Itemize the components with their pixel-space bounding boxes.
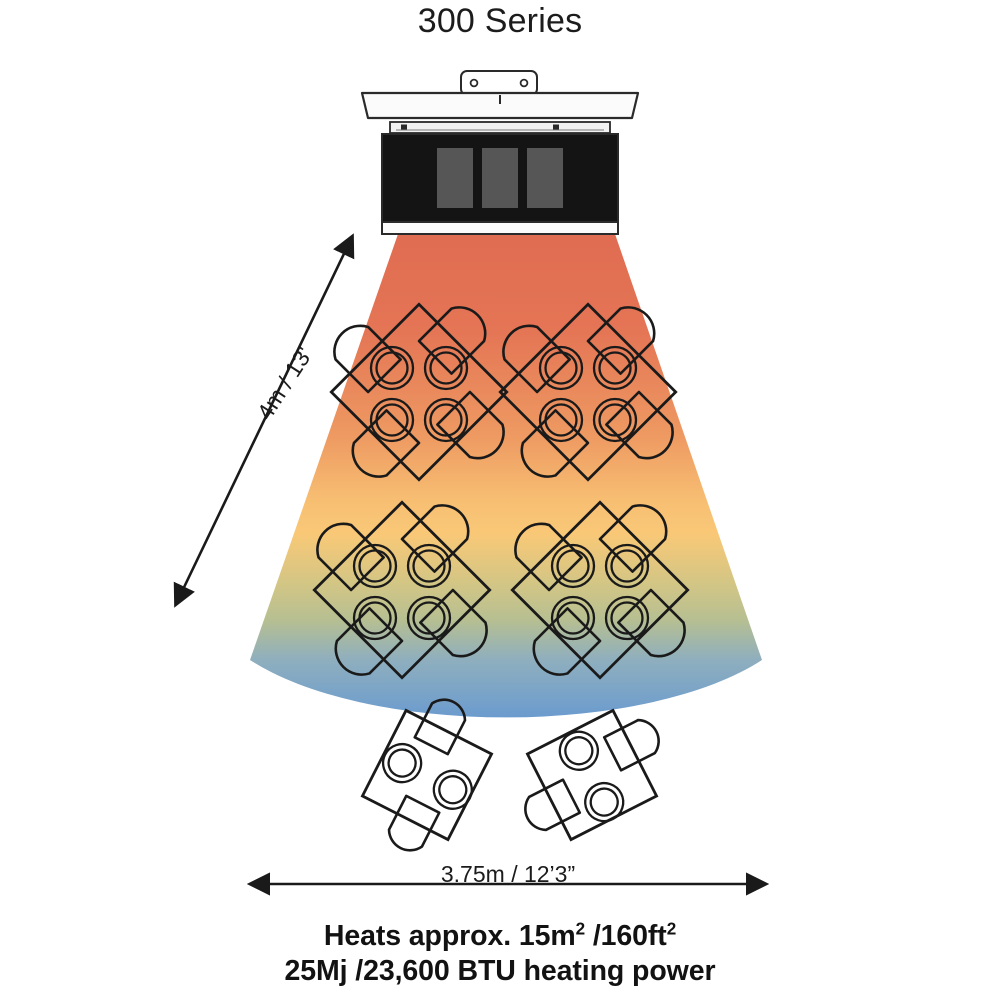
dimension-arrow-depth [173, 233, 355, 608]
coverage-area-imperial: /160ft [585, 920, 667, 952]
emitter-panels [437, 148, 563, 208]
heating-power-caption: 25Mj /23,600 BTU heating power [284, 955, 716, 987]
coverage-area-metric-exponent: 2 [575, 919, 586, 939]
reflector-shell [360, 91, 640, 120]
coverage-area-caption: Heats approx. 15m2 /160ft2 [0, 920, 1000, 953]
mounting-bracket-icon [460, 70, 538, 96]
width-dimension-label: 3.75m / 12’3” [440, 861, 576, 887]
coverage-area-metric: Heats approx. 15m [323, 920, 576, 952]
heater-lower-lip [381, 221, 619, 235]
vent-strip [389, 121, 611, 134]
coverage-area-imperial-exponent: 2 [666, 919, 677, 939]
page-title: 300 Series [417, 2, 583, 40]
radiant-heater-unit [360, 70, 640, 235]
